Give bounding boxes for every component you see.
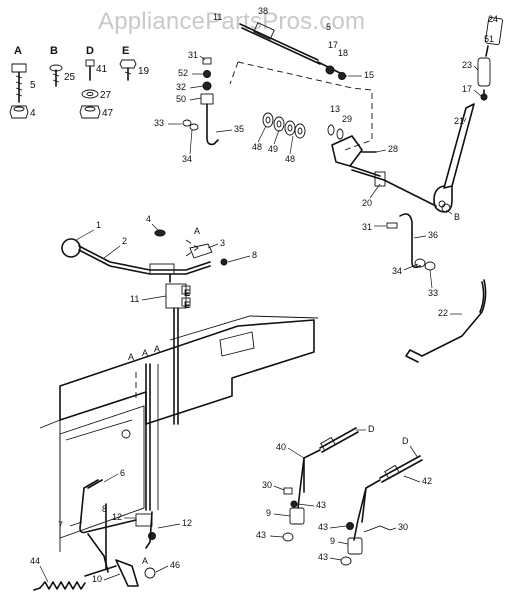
- callout-11: 11: [213, 12, 222, 22]
- bolt-icon: [11, 63, 27, 103]
- callout-50: 50: [176, 94, 186, 104]
- callout-48-b: 48: [285, 154, 295, 164]
- callout-32: 32: [176, 82, 186, 92]
- callout-2: 2: [122, 236, 127, 246]
- callout-38: 38: [258, 6, 268, 16]
- hex-bolt-icon: [119, 59, 137, 81]
- callout-24: 24: [488, 14, 498, 24]
- callout-34-top: 34: [182, 154, 192, 164]
- legend-a-part-1: 5: [30, 80, 36, 91]
- callout-29: 29: [342, 114, 352, 124]
- callout-13: 13: [330, 104, 340, 114]
- callout-17: 17: [328, 40, 338, 50]
- callout-34-right: 34: [392, 266, 402, 276]
- callout-33-top: 33: [154, 118, 164, 128]
- callout-a-5: A: [142, 556, 148, 566]
- callout-40: 40: [276, 442, 286, 452]
- callout-48-a: 48: [252, 142, 262, 152]
- callout-8-top: 8: [252, 250, 257, 260]
- callout-18: 18: [338, 48, 348, 58]
- callout-43-a: 43: [316, 500, 326, 510]
- legend-letter-d: D: [86, 45, 94, 57]
- callout-17-right: 17: [462, 84, 472, 94]
- legend-letter-b: B: [50, 45, 58, 57]
- callout-6: 6: [120, 468, 125, 478]
- callout-a-1: A: [194, 226, 200, 236]
- frame-chassis: [39, 315, 319, 552]
- legend-letter-e: E: [122, 45, 129, 57]
- callout-35: 35: [234, 124, 244, 134]
- callout-1: 1: [96, 220, 101, 230]
- callout-a-2: A: [128, 352, 134, 362]
- callout-3: 3: [220, 238, 225, 248]
- callout-23: 23: [462, 60, 472, 70]
- callout-30-right: 30: [398, 522, 408, 532]
- pin-stack: [200, 57, 214, 105]
- callout-31-top: 31: [188, 50, 198, 60]
- legend-c-part-2: 47: [102, 108, 114, 119]
- washer-icon: [81, 89, 99, 99]
- callout-42: 42: [422, 476, 432, 486]
- callout-7: 7: [58, 520, 63, 530]
- callout-9-right: 9: [330, 536, 335, 546]
- callout-9-left: 9: [266, 508, 271, 518]
- callout-22: 22: [438, 308, 448, 318]
- callout-46: 46: [170, 560, 180, 570]
- callout-12-right: 12: [182, 518, 192, 528]
- callout-21: 21: [454, 116, 464, 126]
- callout-43-b: 43: [256, 530, 266, 540]
- main-lever-assembly: [33, 229, 319, 591]
- callout-5: 5: [326, 22, 331, 32]
- legend-e-part: 19: [138, 66, 150, 77]
- legend-a-part-2: 4: [30, 108, 36, 119]
- callout-d-2: D: [402, 436, 409, 446]
- legend-c-part-1: 27: [100, 90, 112, 101]
- callout-8-bottom: 8: [102, 504, 107, 514]
- callout-e: E: [184, 288, 190, 298]
- callout-4: 4: [146, 214, 151, 224]
- callout-49-a: 49: [268, 144, 278, 154]
- callout-33-right: 33: [428, 288, 438, 298]
- callout-12-left: 12: [112, 512, 122, 522]
- callout-10: 10: [92, 574, 102, 584]
- callout-a-4: A: [154, 344, 160, 354]
- callout-52: 52: [178, 68, 188, 78]
- callout-44: 44: [30, 556, 40, 566]
- legend-b-part: 25: [64, 72, 76, 83]
- callouts: 11 38 5 17 18 15 31 52 32 50 33 34 35 48…: [30, 6, 498, 584]
- legend-letter-a: A: [14, 45, 22, 57]
- callout-43-c: 43: [318, 522, 328, 532]
- callout-15: 15: [364, 70, 374, 80]
- legend-d-part: 41: [96, 64, 108, 75]
- callout-d-1: D: [368, 424, 375, 434]
- hardware-legend: A 5 4 B 25 D 41 27: [9, 45, 150, 119]
- callout-28: 28: [388, 144, 398, 154]
- callout-43-d: 43: [318, 552, 328, 562]
- upper-linkage-assembly: [182, 16, 503, 363]
- bolt-small-icon: [85, 59, 95, 81]
- callout-30-left: 30: [262, 480, 272, 490]
- washer-stack: [262, 112, 306, 139]
- callout-20: 20: [362, 198, 372, 208]
- nut-icon: [9, 105, 29, 119]
- callout-11-lever: 11: [130, 294, 139, 304]
- watermark: AppliancePartsPros.com: [98, 8, 366, 35]
- callout-31-right: 31: [362, 222, 372, 232]
- callout-51: 51: [484, 34, 494, 44]
- lock-nut-icon: [79, 105, 101, 119]
- callout-36: 36: [428, 230, 438, 240]
- lower-right-linkage: [282, 427, 423, 566]
- callout-e-2: E: [184, 300, 190, 310]
- callout-a-3: A: [142, 348, 148, 358]
- callout-b: B: [454, 212, 460, 222]
- screw-icon: [49, 64, 63, 87]
